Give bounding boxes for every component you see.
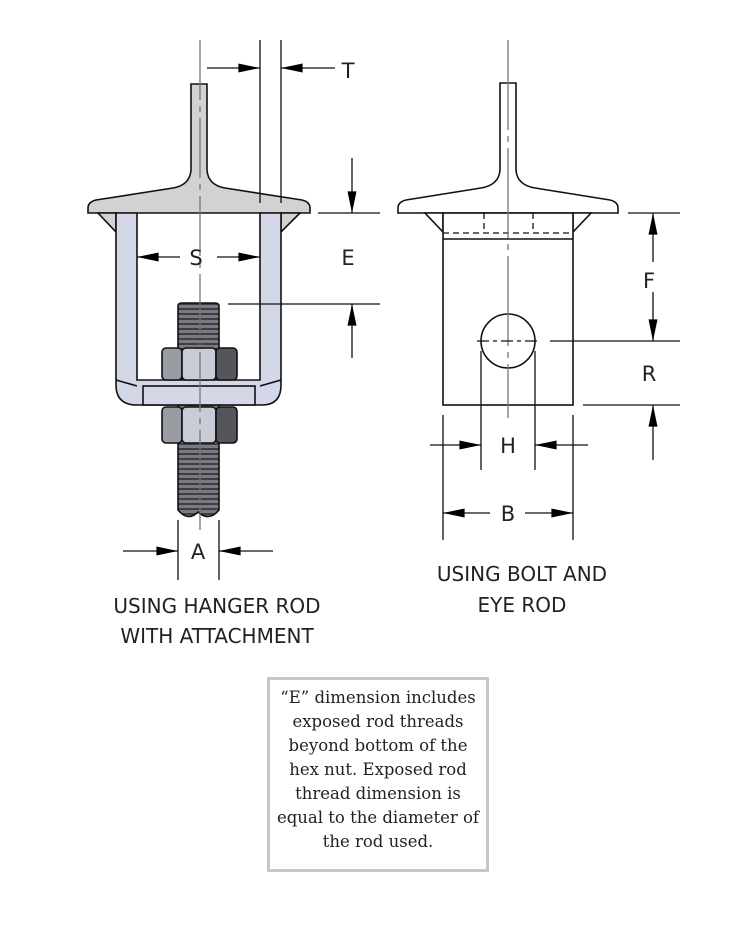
note-line: the rod used. [322,832,434,851]
right-view-dimensions [430,40,680,540]
note-line: exposed rod threads [292,712,464,731]
strap-crossbar [142,385,256,406]
dim-label-b: B [501,502,515,526]
e-dimension-note: “E” dimension includes exposed rod threa… [267,677,489,872]
dim-label-r: R [642,362,657,386]
gusset-left [96,212,117,235]
gusset-left [423,212,444,235]
note-line: hex nut. Exposed rod [289,760,467,779]
gusset-right [572,212,593,235]
u-strap [115,212,282,406]
dim-label-f: F [643,269,655,293]
dim-label-t: T [341,59,355,83]
dim-label-h: H [500,434,516,458]
hex-nut-lower [161,406,238,444]
left-view-hanger-rod [87,83,311,518]
left-caption-line-1: USING HANGER ROD [113,594,320,618]
note-line: “E” dimension includes [280,688,476,707]
note-line: equal to the diameter of [276,808,480,827]
note-line: thread dimension is [295,784,461,803]
left-caption-line-2: WITH ATTACHMENT [120,624,314,648]
left-view-dimensions [123,40,380,580]
dim-label-a: A [191,540,206,564]
gusset-right [280,212,302,234]
beam-flange [87,83,311,214]
right-caption-line-1: USING BOLT AND [437,562,607,586]
hex-nut-upper [161,347,238,381]
right-caption-line-2: EYE ROD [478,593,567,617]
note-line: beyond bottom of the [288,736,468,755]
dim-label-s: S [189,246,202,270]
dim-label-e: E [341,246,354,270]
